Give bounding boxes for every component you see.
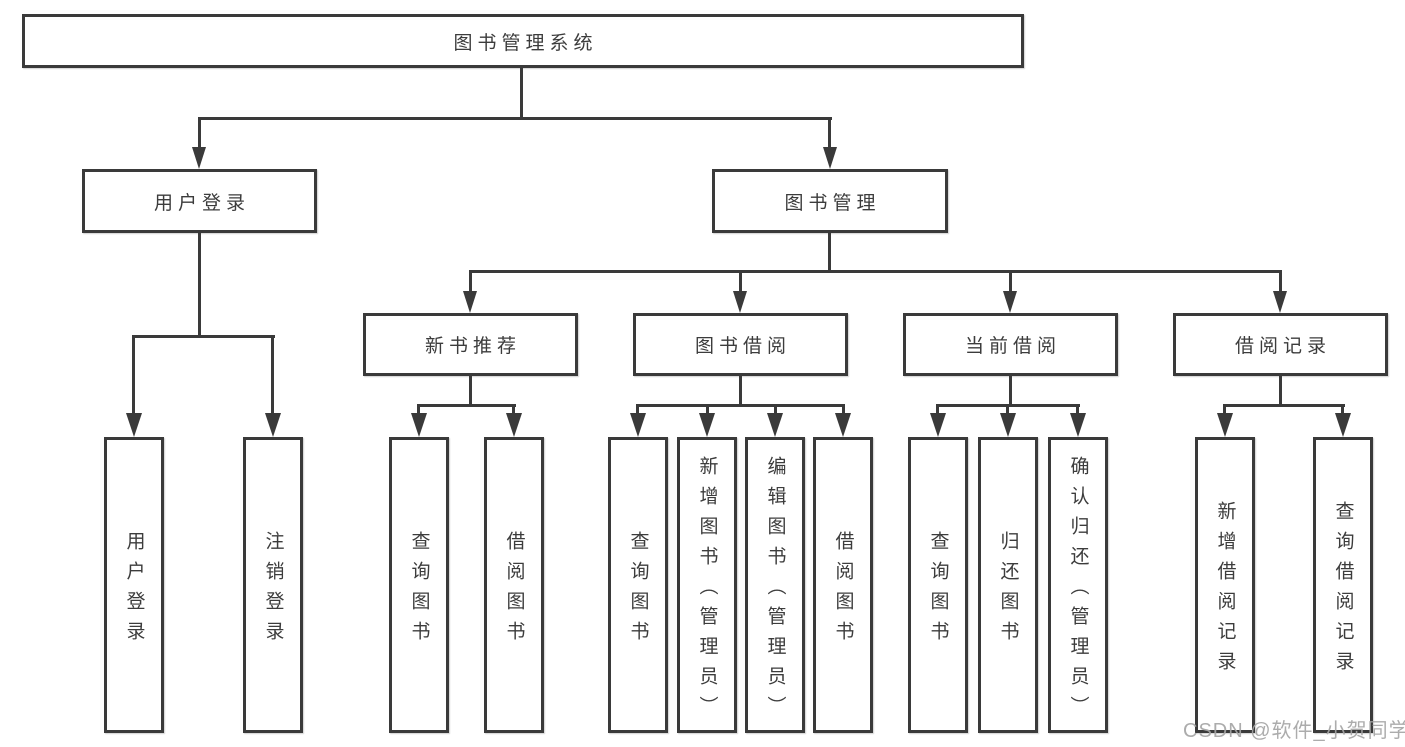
node-current-borrowing: 当前借阅 xyxy=(903,313,1118,376)
arrowhead-down-icon xyxy=(1000,413,1016,437)
node-label: 当前借阅 xyxy=(964,336,1061,357)
node-label: 图书借阅 xyxy=(694,336,791,357)
connector-stem xyxy=(1279,376,1282,407)
leaf-label: 查询图书 xyxy=(627,530,649,651)
leaf-label: 新增图书（管理员） xyxy=(696,455,718,726)
arrowhead-down-icon xyxy=(1335,413,1351,437)
connector-shaft xyxy=(1006,404,1009,413)
leaf-query-books-current: 查询图书 xyxy=(908,437,968,733)
leaf-label: 查询图书 xyxy=(408,530,430,651)
arrowhead-down-icon xyxy=(1070,413,1086,437)
leaf-edit-books-admin: 编辑图书（管理员） xyxy=(745,437,805,733)
leaf-borrow-books-recommend: 借阅图书 xyxy=(484,437,544,733)
leaf-label: 编辑图书（管理员） xyxy=(764,455,786,726)
leaf-query-books-borrowing: 查询图书 xyxy=(608,437,668,733)
connector-shaft xyxy=(774,404,777,413)
connector-book-management-bar xyxy=(469,270,1282,273)
leaf-label: 查询借阅记录 xyxy=(1332,500,1354,681)
connector-bar xyxy=(636,404,845,407)
connector-shaft xyxy=(469,270,472,291)
connector-user-login-stem xyxy=(198,233,201,337)
connector-shaft xyxy=(1223,404,1226,413)
connector-shaft xyxy=(271,335,274,413)
arrowhead-down-icon xyxy=(930,413,946,437)
leaf-label: 归还图书 xyxy=(997,530,1019,651)
node-label: 新书推荐 xyxy=(424,336,521,357)
node-label: 用户登录 xyxy=(153,192,250,214)
node-user-login: 用户登录 xyxy=(82,169,317,233)
arrowhead-down-icon xyxy=(265,413,281,437)
connector-stem xyxy=(1009,376,1012,407)
arrowhead-down-icon xyxy=(630,413,646,437)
leaf-return-books: 归还图书 xyxy=(978,437,1038,733)
arrowhead-down-icon xyxy=(126,413,142,437)
node-label: 图书管理系统 xyxy=(453,32,598,54)
leaf-borrow-books: 借阅图书 xyxy=(813,437,873,733)
leaf-label: 查询图书 xyxy=(927,530,949,651)
connector-shaft xyxy=(1341,404,1344,413)
arrowhead-down-icon xyxy=(1003,291,1017,313)
connector-shaft xyxy=(739,270,742,291)
connector-drop-book-management xyxy=(828,117,831,147)
connector-shaft xyxy=(1009,270,1012,291)
arrowhead-down-icon xyxy=(411,413,427,437)
connector-book-management-stem xyxy=(828,233,831,272)
arrowhead-down-icon xyxy=(823,147,837,169)
leaf-add-books-admin: 新增图书（管理员） xyxy=(677,437,737,733)
connector-bar xyxy=(417,404,516,407)
node-label: 借阅记录 xyxy=(1234,336,1331,357)
csdn-watermark: CSDN @软件_小贺同学 xyxy=(1183,720,1405,742)
node-book-borrowing: 图书借阅 xyxy=(633,313,848,376)
arrowhead-down-icon xyxy=(463,291,477,313)
connector-bar xyxy=(1223,404,1345,407)
leaf-query-borrow-record: 查询借阅记录 xyxy=(1313,437,1373,733)
node-borrowing-records: 借阅记录 xyxy=(1173,313,1388,376)
leaf-logout: 注销登录 xyxy=(243,437,303,733)
leaf-label: 借阅图书 xyxy=(503,530,525,651)
connector-shaft xyxy=(1076,404,1079,413)
arrowhead-down-icon xyxy=(835,413,851,437)
connector-stem xyxy=(469,376,472,407)
connector-root-bar xyxy=(198,117,832,120)
leaf-confirm-return-admin: 确认归还（管理员） xyxy=(1048,437,1108,733)
arrowhead-down-icon xyxy=(1217,413,1233,437)
arrowhead-down-icon xyxy=(506,413,522,437)
connector-stem xyxy=(739,376,742,407)
arrowhead-down-icon xyxy=(1273,291,1287,313)
leaf-user-login: 用户登录 xyxy=(104,437,164,733)
arrowhead-down-icon xyxy=(192,147,206,169)
arrowhead-down-icon xyxy=(733,291,747,313)
connector-user-login-bar xyxy=(132,335,275,338)
connector-shaft xyxy=(636,404,639,413)
connector-drop-user-login xyxy=(198,117,201,147)
connector-shaft xyxy=(936,404,939,413)
node-book-management: 图书管理 xyxy=(712,169,948,233)
leaf-label: 注销登录 xyxy=(262,530,284,651)
leaf-add-borrow-record: 新增借阅记录 xyxy=(1195,437,1255,733)
connector-shaft xyxy=(132,335,135,413)
connector-shaft xyxy=(1279,270,1282,291)
leaf-label: 确认归还（管理员） xyxy=(1067,455,1089,726)
arrowhead-down-icon xyxy=(699,413,715,437)
connector-shaft xyxy=(417,404,420,413)
connector-root-stem xyxy=(520,68,523,118)
arrowhead-down-icon xyxy=(767,413,783,437)
connector-shaft xyxy=(842,404,845,413)
node-library-management-system: 图书管理系统 xyxy=(22,14,1024,68)
node-label: 图书管理 xyxy=(784,192,881,214)
leaf-query-books-recommend: 查询图书 xyxy=(389,437,449,733)
leaf-label: 借阅图书 xyxy=(832,530,854,651)
node-new-book-recommend: 新书推荐 xyxy=(363,313,578,376)
connector-shaft xyxy=(706,404,709,413)
connector-shaft xyxy=(512,404,515,413)
leaf-label: 用户登录 xyxy=(123,530,145,651)
leaf-label: 新增借阅记录 xyxy=(1214,500,1236,681)
